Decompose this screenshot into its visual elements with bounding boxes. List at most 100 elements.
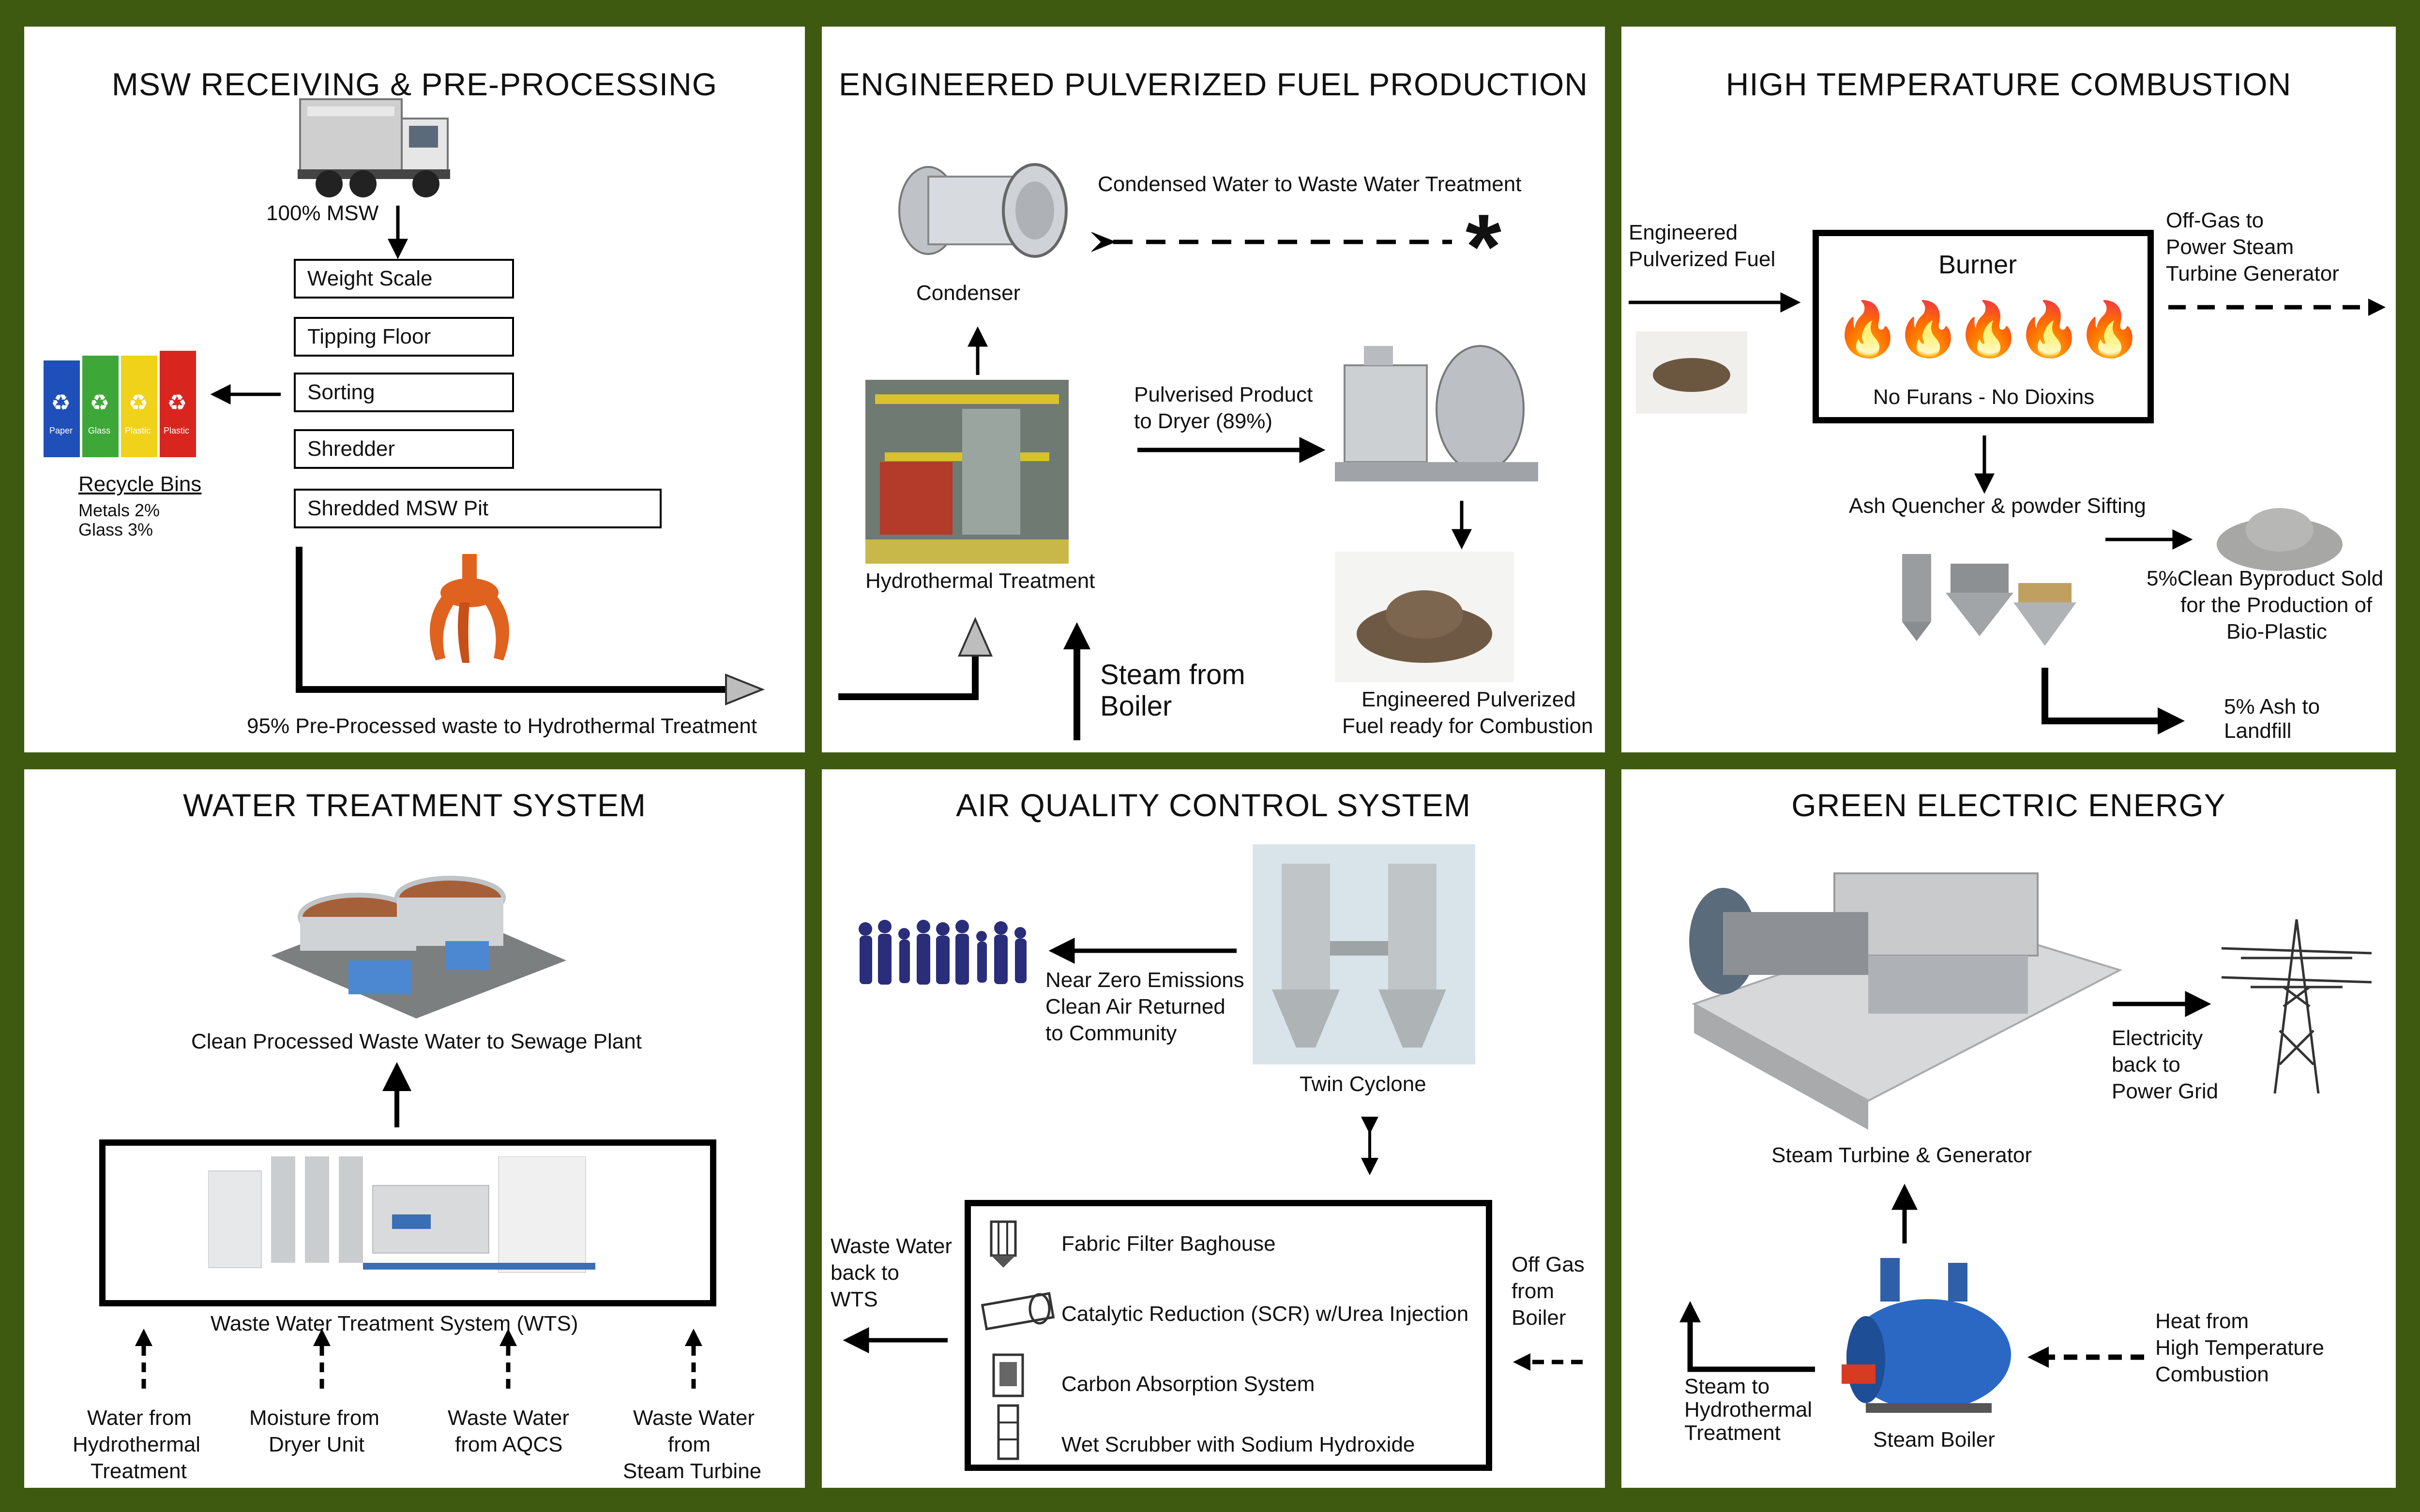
wts-label: Waste Water Treatment System (WTS) — [211, 1312, 578, 1335]
panel-fuel-production: ENGINEERED PULVERIZED FUEL PRODUCTION Co… — [822, 27, 1605, 752]
system-scr: Catalytic Reduction (SCR) w/Urea Injecti… — [1061, 1302, 1469, 1326]
emission-label-1: Near Zero Emissions — [1045, 968, 1244, 992]
bin-label-plastic: Plastic — [125, 426, 151, 435]
step-shredded-pit: Shredded MSW Pit — [294, 489, 662, 528]
input-label: 100% MSW — [266, 201, 379, 225]
condenser-image — [898, 163, 1068, 258]
panel-title: AIR QUALITY CONTROL SYSTEM — [956, 787, 1471, 823]
byproduct-label-1: 5%Clean Byproduct Sold — [2147, 567, 2384, 590]
wts-input-3-l1: Waste Water — [448, 1406, 570, 1430]
heat-label-1: Heat from — [2155, 1309, 2249, 1333]
recycle-symbol-icon: ♻ — [167, 390, 187, 415]
step-shredder: Shredder — [294, 429, 514, 469]
wts-input-1-l2: Hydrothermal — [73, 1433, 201, 1456]
turbine-label: Steam Turbine & Generator — [1771, 1143, 2032, 1167]
hydro-label: Hydrothermal Treatment — [865, 569, 1095, 593]
byproduct-label-3: Bio-Plastic — [2226, 620, 2327, 644]
wts-input-2-l2: Dryer Unit — [269, 1433, 365, 1456]
panel-combustion: HIGH TEMPERATURE COMBUSTION Engineered P… — [1621, 27, 2396, 752]
boiler-label: Steam Boiler — [1873, 1428, 1995, 1452]
heat-label-3: Combustion — [2155, 1362, 2269, 1386]
wastewater-label-3: WTS — [831, 1287, 878, 1311]
panel-title: HIGH TEMPERATURE COMBUSTION — [1725, 66, 2292, 102]
panel-water-treatment: WATER TREATMENT SYSTEM Clean Processed W… — [24, 769, 805, 1488]
community-silhouette-image — [859, 920, 1027, 985]
pulverised-label-2: to Dryer (89%) — [1134, 409, 1273, 433]
aqcs-systems-box — [965, 1200, 1492, 1471]
wastewater-label-1: Waste Water — [831, 1234, 953, 1258]
emission-label-2: Clean Air Returned — [1045, 995, 1225, 1018]
wet-scrubber-icon — [997, 1404, 1019, 1460]
bin-label-glass: Glass — [88, 426, 111, 435]
hydrothermal-plant-image — [865, 380, 1069, 564]
baghouse-icon — [990, 1220, 1017, 1268]
recycle-symbol-icon: ♻ — [51, 390, 71, 415]
steam-boiler-image — [1842, 1258, 2011, 1413]
wts-input-2-l1: Moisture from — [249, 1406, 379, 1430]
step-sorting: Sorting — [294, 373, 514, 412]
wts-input-1-l3: Treatment — [91, 1459, 187, 1483]
bin-label-plastic-2: Plastic — [164, 426, 190, 435]
panel-msw-receiving: MSW RECEIVING & PRE-PROCESSING 100% MSW … — [24, 27, 805, 752]
wastewater-asterisk-icon: * — [1466, 195, 1501, 298]
crane-grab-image — [430, 554, 509, 663]
fuel-input-label-1: Engineered — [1629, 221, 1738, 244]
wts-input-4-l1: Waste Water — [633, 1406, 755, 1430]
landfill-label-1: 5% Ash to — [2224, 695, 2320, 719]
flame-icon: 🔥 — [1834, 299, 1901, 359]
recycle-title: Recycle Bins — [78, 472, 202, 496]
wts-input-1-l1: Water from — [87, 1406, 192, 1430]
steam-return-label-3: Treatment — [1684, 1421, 1781, 1445]
burner-box — [1813, 230, 2154, 423]
system-scrubber: Wet Scrubber with Sodium Hydroxide — [1061, 1433, 1415, 1456]
wts-input-4-l2: from — [668, 1433, 711, 1456]
condensed-water-label: Condensed Water to Waste Water Treatment — [1098, 172, 1522, 196]
cyclone-label: Twin Cyclone — [1300, 1072, 1426, 1096]
landfill-label-2: Landfill — [2224, 719, 2292, 743]
panel-green-energy: GREEN ELECTRIC ENERGY Steam Turbine & Ge… — [1621, 769, 2396, 1488]
panel-air-quality: AIR QUALITY CONTROL SYSTEM Near Zero Emi… — [822, 769, 1605, 1488]
electricity-label-3: Power Grid — [2112, 1079, 2219, 1103]
step-weight-scale: Weight Scale — [294, 259, 514, 299]
panel-title: ENGINEERED PULVERIZED FUEL PRODUCTION — [839, 66, 1588, 102]
clean-water-label: Clean Processed Waste Water to Sewage Pl… — [191, 1030, 642, 1053]
offgas-label-1: Off-Gas to — [2166, 209, 2264, 232]
burner-label: Burner — [1938, 250, 2017, 279]
ash-quencher-image — [1902, 554, 2076, 646]
flame-icon: 🔥 — [1895, 299, 1961, 359]
electricity-label-1: Electricity — [2112, 1026, 2203, 1050]
flame-icon: 🔥 — [1955, 299, 2022, 359]
bin-label-paper: Paper — [49, 426, 73, 435]
electricity-label-2: back to — [2112, 1053, 2180, 1077]
wts-input-4-l3: Steam Turbine — [623, 1459, 762, 1483]
steam-label-1: Steam from — [1100, 659, 1245, 690]
fuel-label-1: Engineered Pulverized — [1361, 688, 1576, 711]
flame-icon: 🔥 — [2016, 299, 2082, 359]
twin-cyclone-image — [1253, 844, 1475, 1064]
recycle-bins-image: Paper Glass Plastic Plastic ♻ ♻ ♻ ♻ — [44, 346, 208, 462]
system-baghouse: Fabric Filter Baghouse — [1061, 1232, 1276, 1256]
recycle-glass: Glass 3% — [78, 520, 153, 539]
output-label: 95% Pre-Processed waste to Hydrothermal … — [247, 714, 757, 738]
scr-icon — [981, 1292, 1055, 1331]
steam-label-2: Boiler — [1100, 690, 1172, 722]
emission-label-3: to Community — [1045, 1021, 1177, 1045]
steam-return-label-1: Steam to — [1684, 1375, 1770, 1398]
panel-title: WATER TREATMENT SYSTEM — [182, 787, 647, 823]
burner-note: No Furans - No Dioxins — [1873, 385, 2095, 409]
ash-label: Ash Quencher & powder Sifting — [1849, 494, 2146, 518]
offgas-boiler-label-1: Off Gas — [1512, 1253, 1585, 1276]
ash-powder-image — [2217, 508, 2343, 571]
dryer-image — [1335, 345, 1538, 481]
panel-title: GREEN ELECTRIC ENERGY — [1791, 787, 2226, 823]
offgas-boiler-label-2: from — [1512, 1279, 1554, 1303]
offgas-boiler-label-3: Boiler — [1512, 1306, 1566, 1330]
recycle-symbol-icon: ♻ — [128, 390, 149, 415]
panel-title: MSW RECEIVING & PRE-PROCESSING — [111, 66, 718, 102]
carbon-absorption-icon — [992, 1353, 1024, 1397]
wts-input-3-l2: from AQCS — [455, 1433, 563, 1456]
fuel-sample-image — [1636, 331, 1747, 414]
steam-return-label-2: Hydrothermal — [1684, 1398, 1813, 1422]
byproduct-label-2: for the Production of — [2180, 593, 2373, 617]
condenser-label: Condenser — [916, 281, 1021, 305]
